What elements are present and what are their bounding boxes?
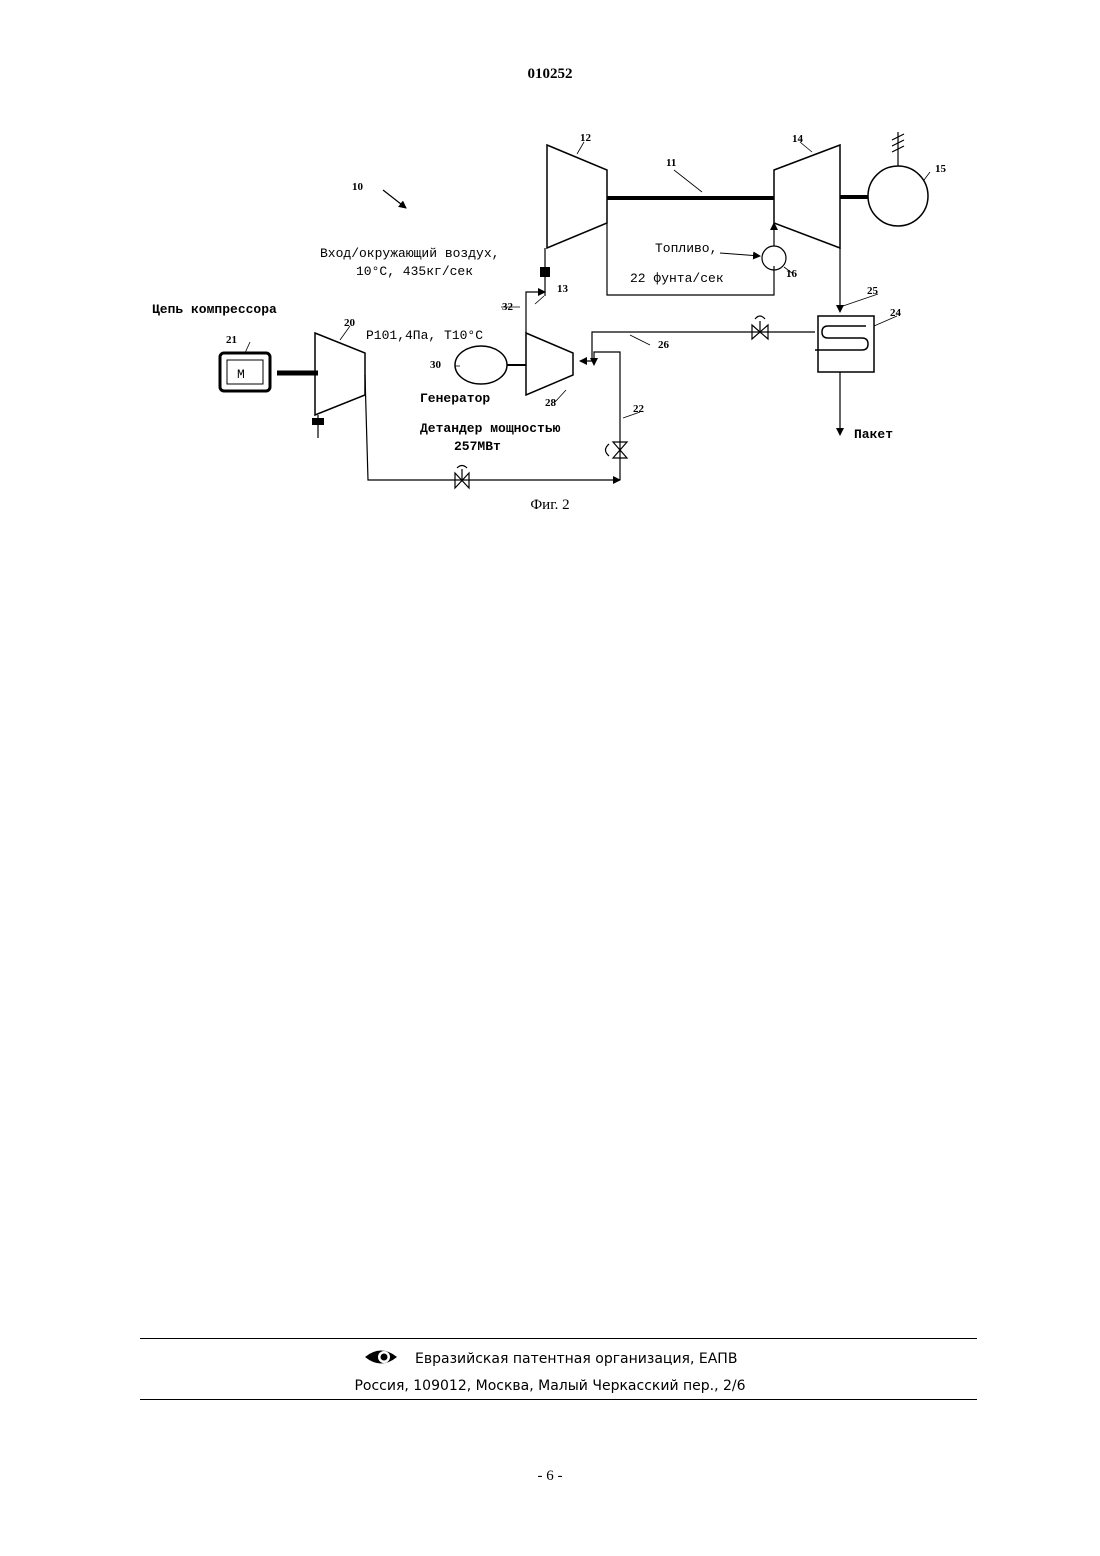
organization-name: Евразийская патентная организация, ЕАПВ <box>415 1351 737 1367</box>
generator-label: Генератор <box>420 391 490 406</box>
organization-line: Евразийская патентная организация, ЕАПВ <box>0 1346 1100 1372</box>
compressor-20 <box>315 333 365 415</box>
footer-top-rule <box>140 1338 977 1339</box>
expander-power-label: 257МВт <box>454 439 501 454</box>
valve-icon <box>752 316 768 339</box>
figure-2-diagram: М 10 <box>140 120 960 500</box>
motor-letter: М <box>237 367 245 382</box>
label-21: 21 <box>226 334 237 346</box>
page-number: - 6 - <box>0 1468 1100 1485</box>
inlet-damper <box>540 267 550 277</box>
label-11: 11 <box>666 157 676 169</box>
inlet-air-params: 10°C, 435кг/сек <box>356 264 473 279</box>
system-pointer <box>383 190 406 208</box>
leader-lines <box>245 142 930 418</box>
organization-address: Россия, 109012, Москва, Малый Черкасский… <box>0 1378 1100 1394</box>
packet-label: Пакет <box>854 427 893 442</box>
inlet-air-label: Вход/окружающий воздух, <box>320 246 499 261</box>
generator-30 <box>455 346 507 384</box>
turbine-14 <box>774 145 840 248</box>
label-22: 22 <box>633 403 645 415</box>
fuel-rate-label: 22 фунта/сек <box>630 271 724 286</box>
line-22 <box>594 352 620 480</box>
pressure-temp-label: P101,4Па, T10°C <box>366 328 483 343</box>
fuel-arrow <box>720 253 760 256</box>
label-25: 25 <box>867 285 879 297</box>
expander-28 <box>526 333 573 395</box>
label-32: 32 <box>502 301 514 313</box>
patent-number: 010252 <box>0 66 1100 83</box>
hrsg-coil <box>815 326 868 350</box>
eapo-logo-icon <box>363 1346 399 1372</box>
label-14: 14 <box>792 133 804 145</box>
valve-icon <box>455 466 469 489</box>
expander-label: Детандер мощностью <box>420 421 561 436</box>
motor-21-inner <box>227 360 263 384</box>
label-12: 12 <box>580 132 592 144</box>
hrsg-24 <box>818 316 874 372</box>
label-28: 28 <box>545 397 557 409</box>
process-schematic: М 10 <box>140 120 960 500</box>
compressor-12 <box>547 145 607 248</box>
label-16: 16 <box>786 268 798 280</box>
label-13: 13 <box>557 283 569 295</box>
compressor-20-damper <box>312 418 324 425</box>
ground-icon <box>892 132 904 166</box>
fuel-label: Топливо, <box>655 241 717 256</box>
label-15: 15 <box>935 163 947 175</box>
figure-caption: Фиг. 2 <box>0 497 1100 514</box>
line-26 <box>580 332 815 361</box>
valve-icon <box>606 442 628 458</box>
compressor-circuit-label: Цепь компрессора <box>152 302 277 317</box>
load-15 <box>868 166 928 226</box>
label-24: 24 <box>890 307 902 319</box>
label-30: 30 <box>430 359 442 371</box>
label-10: 10 <box>352 181 364 193</box>
label-26: 26 <box>658 339 670 351</box>
footer-bottom-rule <box>140 1399 977 1400</box>
label-20: 20 <box>344 317 356 329</box>
